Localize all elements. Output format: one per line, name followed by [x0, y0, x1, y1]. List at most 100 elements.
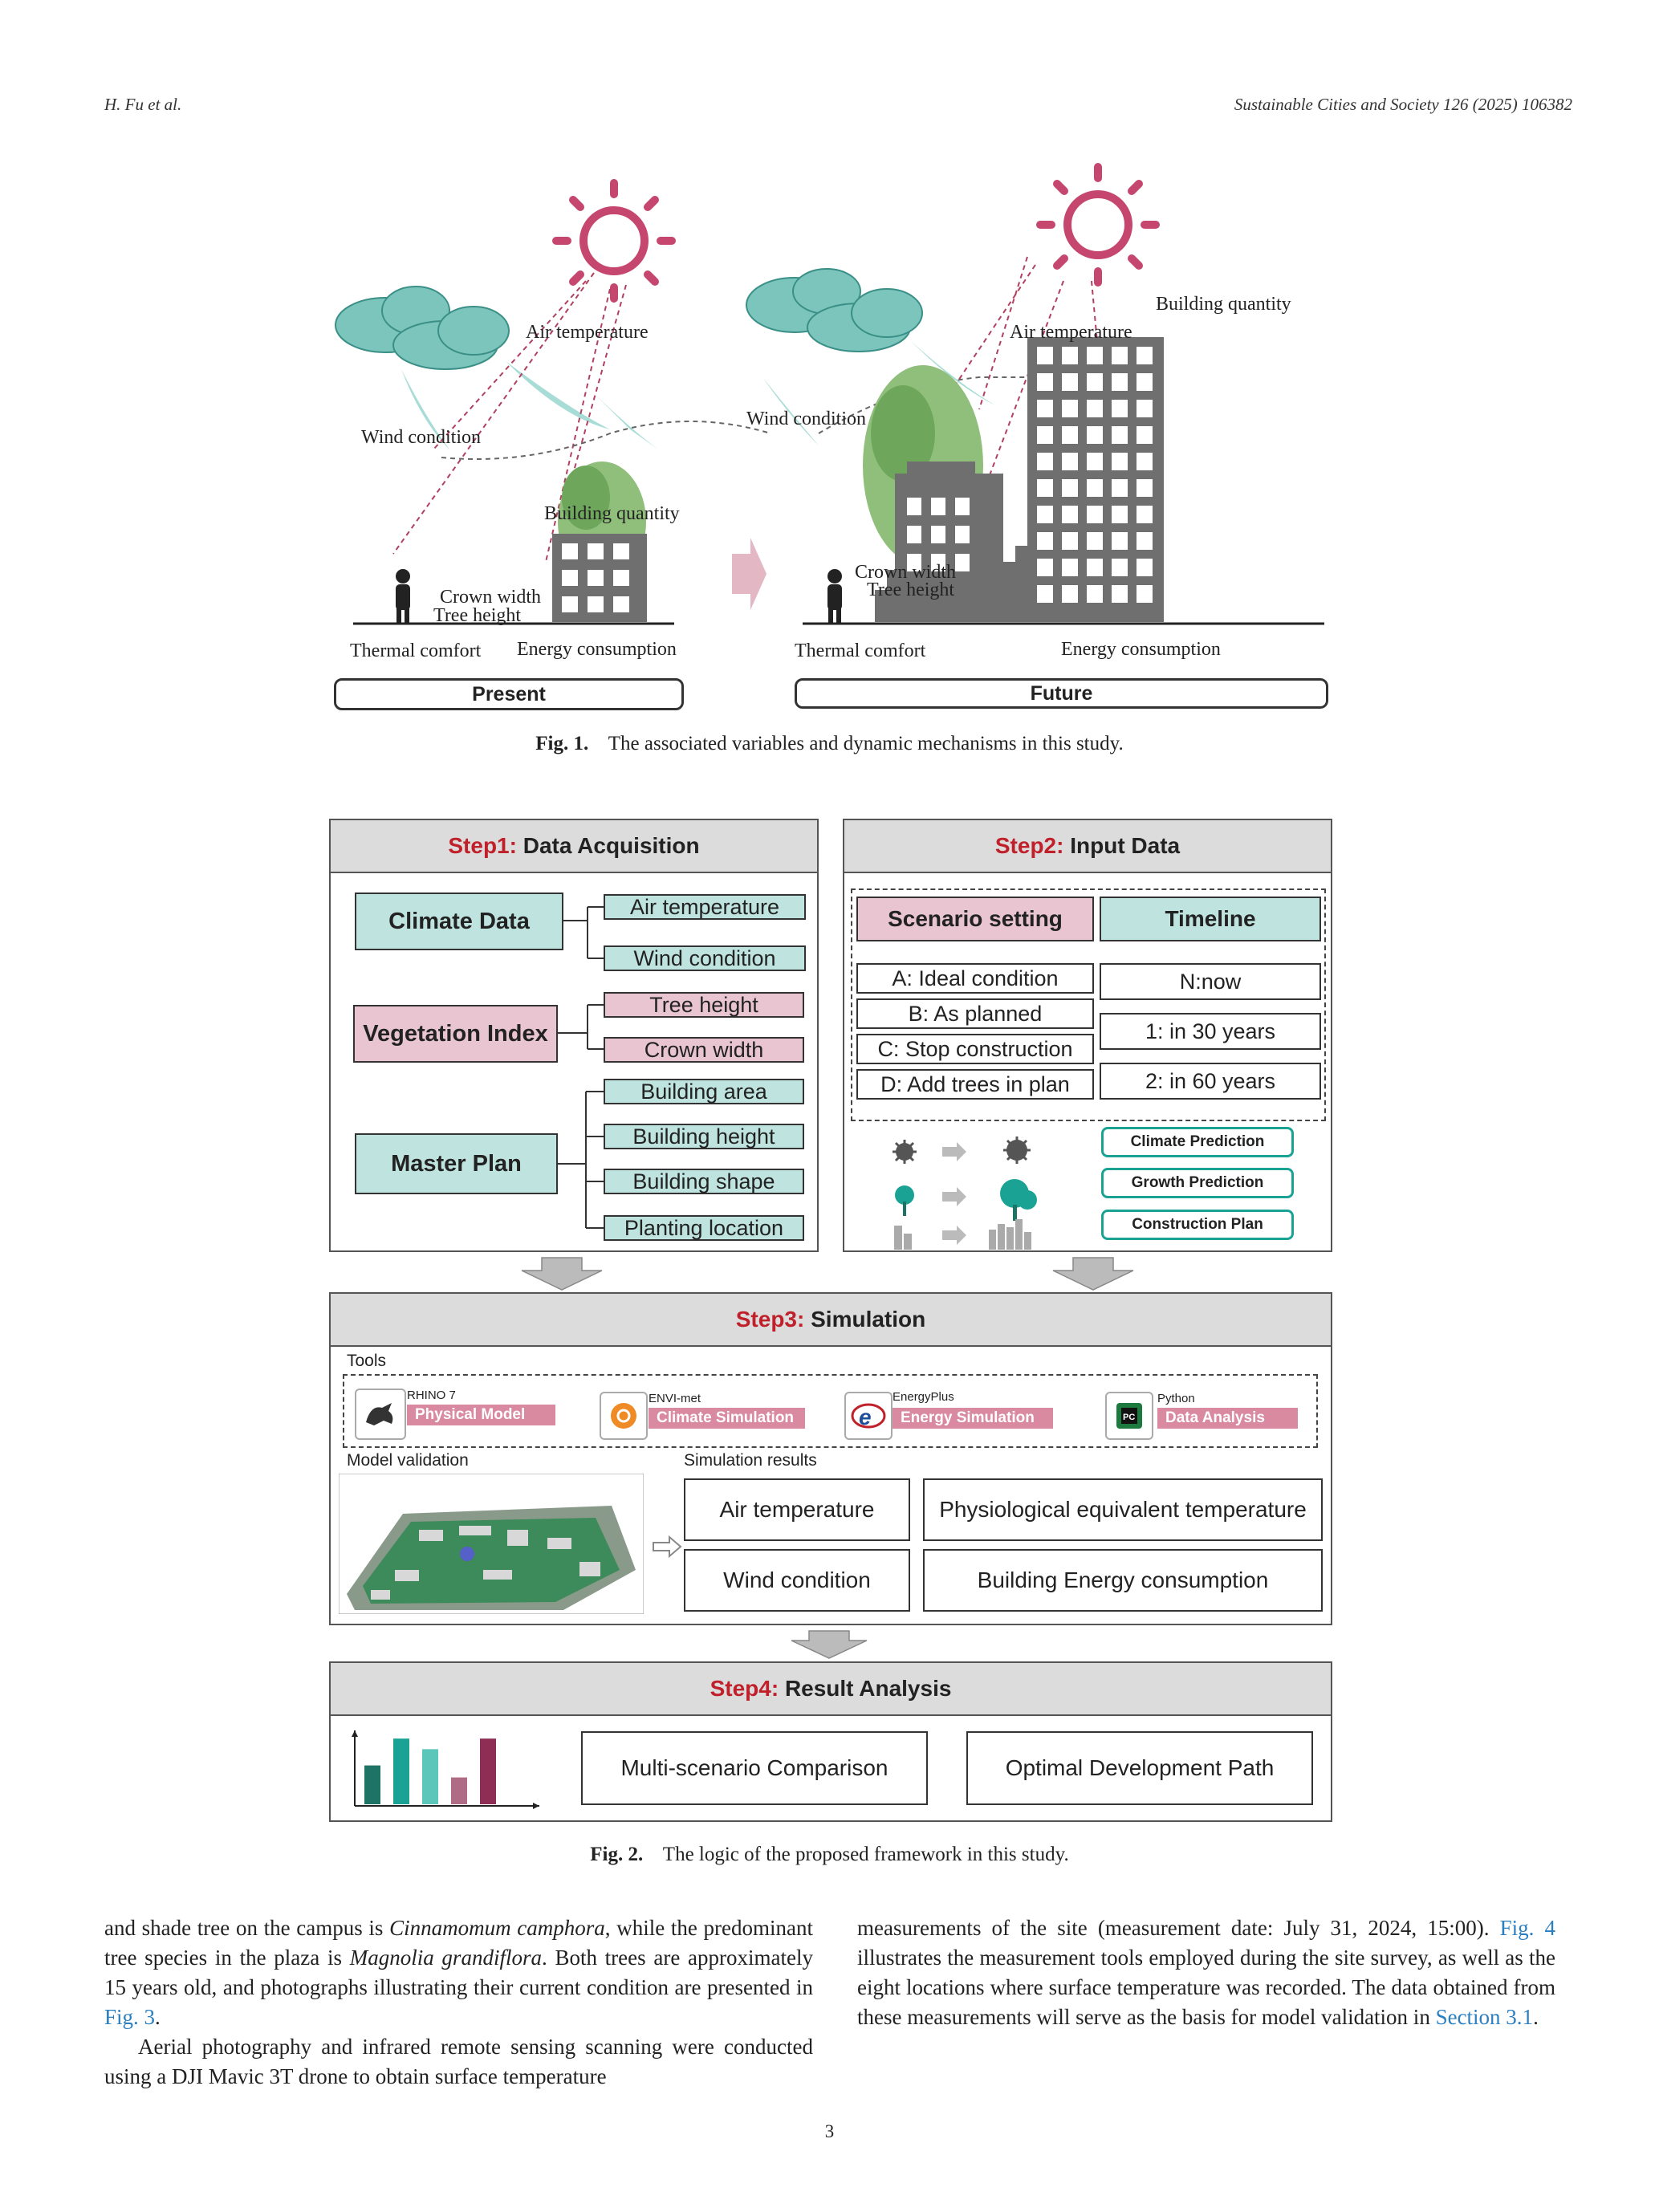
- timeline-now: N:now: [1100, 963, 1321, 1000]
- building-icon-present: [552, 534, 647, 622]
- simulation-results-label: Simulation results: [684, 1451, 817, 1470]
- tower-window: [1062, 585, 1078, 603]
- tool-role-envimet: Climate Simulation: [649, 1408, 805, 1429]
- text-run: .: [1533, 2005, 1539, 2029]
- tower-window: [1037, 559, 1053, 576]
- label-wind-condition-future: Wind condition: [746, 409, 867, 429]
- result-bar-chart-icon: [352, 1730, 539, 1809]
- result-bar: [393, 1738, 409, 1804]
- result-building-energy: Building Energy consumption: [923, 1549, 1323, 1612]
- svg-text:e: e: [859, 1405, 872, 1429]
- step4-title: Step4: Result Analysis: [331, 1663, 1331, 1716]
- climate-prediction-pill: Climate Prediction: [1101, 1127, 1294, 1157]
- tower-window: [1112, 559, 1128, 576]
- tool-name-python: Python: [1157, 1392, 1195, 1405]
- step2-title: Step2: Input Data: [844, 820, 1331, 873]
- tower-window: [1136, 506, 1153, 523]
- climate-data-box: Climate Data: [355, 893, 563, 950]
- scenario-d: D: Add trees in plan: [856, 1069, 1094, 1100]
- step1-panel: Step1: Data Acquisition Climate Data Air…: [329, 819, 819, 1252]
- result-wind-condition: Wind condition: [684, 1549, 910, 1612]
- link-fig4[interactable]: Fig. 4: [1499, 1916, 1555, 1940]
- tower-window: [1037, 400, 1053, 417]
- label-thermal-comfort-future: Thermal comfort: [795, 640, 926, 661]
- model-validation-label: Model validation: [347, 1451, 469, 1470]
- tower-window: [1087, 479, 1103, 497]
- step2-panel: Step2: Input Data Scenario setting Timel…: [843, 819, 1332, 1252]
- label-energy-consumption-present: Energy consumption: [517, 639, 677, 660]
- tower-window: [1062, 400, 1078, 417]
- tower-windows: [1037, 347, 1153, 603]
- tower-window: [1112, 506, 1128, 523]
- label-thermal-comfort-present: Thermal comfort: [350, 640, 482, 661]
- tower-window: [1136, 400, 1153, 417]
- label-energy-consumption-future: Energy consumption: [1061, 639, 1221, 660]
- tower-window: [1112, 453, 1128, 470]
- label-crown-width-future: Crown width: [855, 562, 956, 583]
- result-bar: [364, 1765, 380, 1804]
- link-fig3[interactable]: Fig. 3: [104, 2005, 156, 2029]
- step3-title: Step3: Simulation: [331, 1294, 1331, 1347]
- tower-window: [1136, 347, 1153, 364]
- scenario-a: A: Ideal condition: [856, 963, 1094, 994]
- tool-role-python: Data Analysis: [1157, 1408, 1298, 1429]
- person-icon-future: [827, 569, 842, 623]
- body-left-paragraph-2: Aerial photography and infrared remote s…: [104, 2035, 813, 2088]
- text-run: measurements of the site (measurement da…: [857, 1916, 1500, 1940]
- air-temperature-box: Air temperature: [604, 894, 806, 920]
- flow-arrows-2: [791, 1630, 868, 1659]
- tower-window: [1136, 453, 1153, 470]
- tower-window: [1062, 453, 1078, 470]
- tower-window: [1037, 506, 1053, 523]
- timeline-header: Timeline: [1100, 897, 1321, 941]
- tool-name-energyplus: EnergyPlus: [893, 1390, 954, 1404]
- figure-1-illustration: [335, 163, 1324, 625]
- text-run: . Both trees are approximately 15 years …: [104, 1946, 813, 1999]
- tool-role-energyplus: Energy Simulation: [893, 1408, 1053, 1429]
- flow-arrows-1: [521, 1257, 1134, 1291]
- body-left-column: and shade tree on the campus is Cinnamom…: [104, 1913, 813, 2092]
- tower-window: [1037, 532, 1053, 550]
- figure-2-caption-number: Fig. 2.: [590, 1844, 644, 1865]
- step4-step-label: Step4:: [710, 1676, 779, 1701]
- scenario-setting-header: Scenario setting: [856, 897, 1094, 941]
- link-section-3-1[interactable]: Section 3.1: [1435, 2005, 1534, 2029]
- figure-1-caption-number: Fig. 1.: [535, 733, 589, 754]
- label-building-quantity-present: Building quantity: [544, 503, 680, 524]
- envimet-icon: [600, 1392, 648, 1440]
- construction-plan-pill: Construction Plan: [1101, 1210, 1294, 1240]
- label-crown-width-present: Crown width: [440, 587, 541, 608]
- tower-window: [1037, 453, 1053, 470]
- tower-window: [1037, 373, 1053, 391]
- step3-title-text: Simulation: [811, 1307, 926, 1332]
- result-pet: Physiological equivalent temperature: [923, 1478, 1323, 1541]
- text-run: illustrates the measurement tools employ…: [857, 1946, 1555, 2029]
- step1-step-label: Step1:: [448, 833, 517, 858]
- sun-icon-present: [552, 179, 676, 303]
- tower-window: [1112, 400, 1128, 417]
- rhino-icon: [355, 1389, 406, 1440]
- tower-window: [1037, 347, 1053, 364]
- wind-condition-box: Wind condition: [604, 945, 806, 971]
- building-shape-box: Building shape: [604, 1169, 804, 1194]
- cloud-icon-future: [746, 268, 923, 352]
- scenario-b: B: As planned: [856, 998, 1094, 1029]
- tools-dashed-frame: [343, 1374, 1318, 1448]
- energyplus-icon: e: [844, 1392, 893, 1440]
- tower-window: [1062, 426, 1078, 444]
- optimal-development-path: Optimal Development Path: [966, 1731, 1313, 1805]
- tower-window: [1136, 585, 1153, 603]
- tower-window: [1037, 426, 1053, 444]
- timeline-60: 2: in 60 years: [1100, 1063, 1321, 1100]
- tower-window: [1112, 585, 1128, 603]
- step1-title-text: Data Acquisition: [523, 833, 700, 858]
- building-small-icon: [894, 1219, 1031, 1250]
- tower-window: [1087, 585, 1103, 603]
- result-bar: [422, 1749, 438, 1804]
- step3-step-label: Step3:: [735, 1307, 805, 1332]
- tree-small-icon: [895, 1179, 1037, 1221]
- tower-window: [1136, 532, 1153, 550]
- tower-window: [1087, 373, 1103, 391]
- figure-1-caption-text: The associated variables and dynamic mec…: [608, 733, 1124, 754]
- tower-window: [1087, 559, 1103, 576]
